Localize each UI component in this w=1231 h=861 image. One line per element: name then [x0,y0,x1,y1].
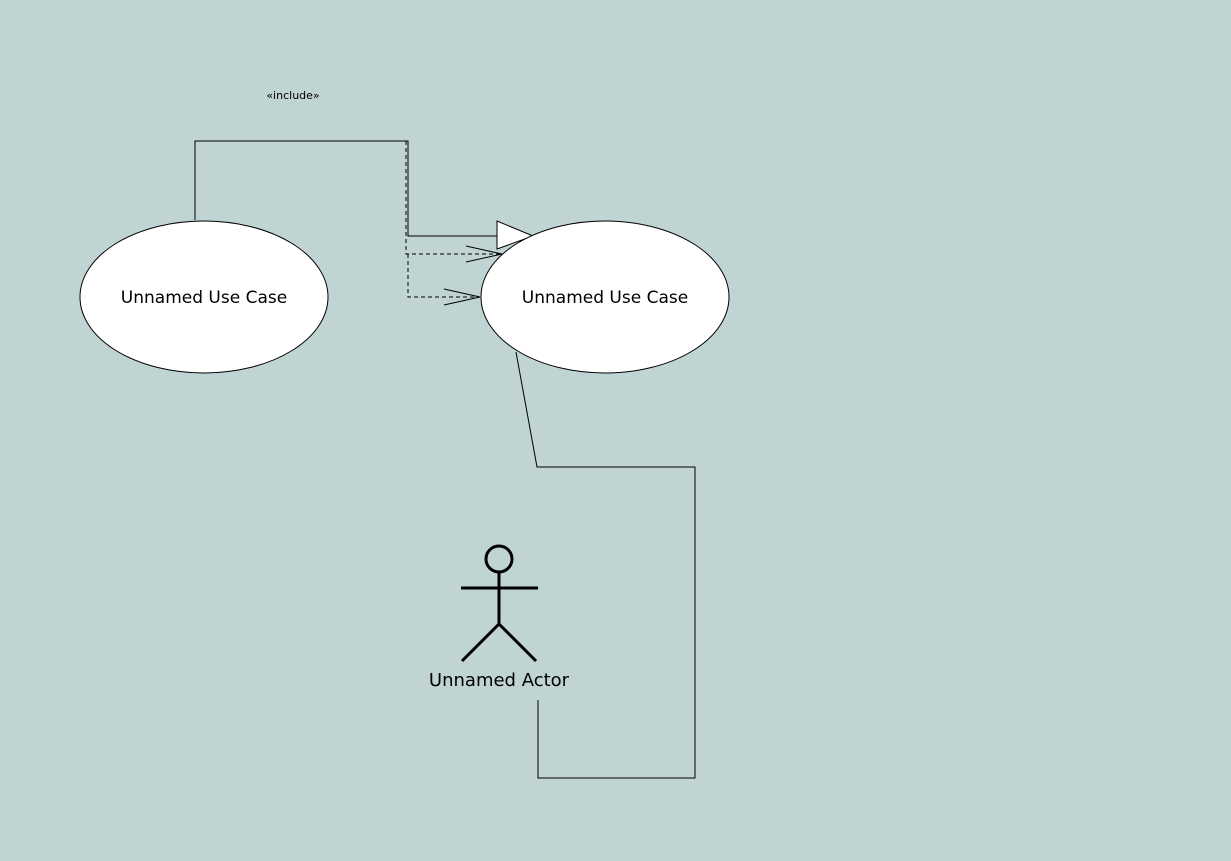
actor-label: Unnamed Actor [429,670,570,691]
include-connector[interactable] [405,141,503,263]
actor[interactable]: Unnamed Actor [429,544,570,691]
stereotype-label: «include» [266,89,319,102]
extend-connector[interactable] [407,254,481,306]
use-case-left-label: Unnamed Use Case [121,288,287,308]
use-case-right-label: Unnamed Use Case [522,288,688,308]
generalization-connector[interactable] [194,140,497,237]
use-case-left-shape [79,220,329,374]
actor-stick-figure-icon [460,544,538,663]
use-case-left[interactable]: Unnamed Use Case [79,220,329,374]
generalization-arrowhead [496,220,535,250]
association-connector[interactable] [515,351,696,779]
use-case-right[interactable]: Unnamed Use Case [480,220,730,374]
use-case-right-shape [480,220,730,374]
